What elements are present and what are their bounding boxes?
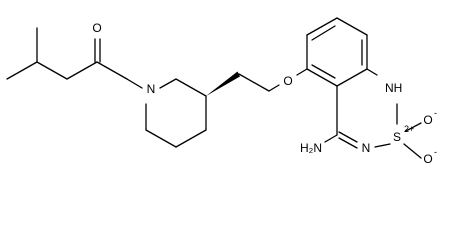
stereo-wedge-bond xyxy=(206,71,240,96)
atom-n-piperidine: N xyxy=(147,82,156,96)
bond xyxy=(336,17,368,36)
atom-nh2-amine: H₂N xyxy=(300,141,322,155)
bond xyxy=(268,84,280,92)
bond-aromatic-inner xyxy=(311,64,336,79)
bond xyxy=(366,68,378,76)
atom-o-carbonyl: O xyxy=(92,21,101,35)
bond xyxy=(238,73,270,92)
bond xyxy=(296,68,308,76)
bond xyxy=(159,78,177,89)
bond xyxy=(6,61,38,80)
atom-o-sulfonyl-1: O xyxy=(423,113,432,127)
chemical-structure-diagram: N O O NH S 2+ O - O - N H₂N xyxy=(6,17,437,166)
charge-o-sulfonyl-1: - xyxy=(434,108,437,118)
bond xyxy=(306,68,338,87)
atom-nh-ring: NH xyxy=(385,81,402,95)
bond xyxy=(336,68,368,87)
bond xyxy=(96,61,128,80)
atom-s-ring: S xyxy=(393,130,401,144)
bond xyxy=(405,122,422,132)
bond xyxy=(126,78,143,89)
atom-n-ring: N xyxy=(362,141,371,155)
bond-double xyxy=(338,131,358,143)
bond-double xyxy=(338,137,358,149)
charge-s: 2+ xyxy=(404,124,414,134)
bond xyxy=(374,143,391,148)
bond xyxy=(66,61,98,80)
bond xyxy=(175,78,207,97)
bond xyxy=(36,61,68,80)
bond xyxy=(306,17,338,36)
atom-o-sulfonyl-2: O xyxy=(423,152,432,166)
atom-o-ether: O xyxy=(283,74,292,88)
bond-aromatic-inner xyxy=(311,25,336,41)
bond xyxy=(324,134,338,143)
charge-o-sulfonyl-2: - xyxy=(434,147,437,157)
bond xyxy=(175,129,207,148)
bond xyxy=(145,129,177,148)
bond xyxy=(403,143,422,159)
